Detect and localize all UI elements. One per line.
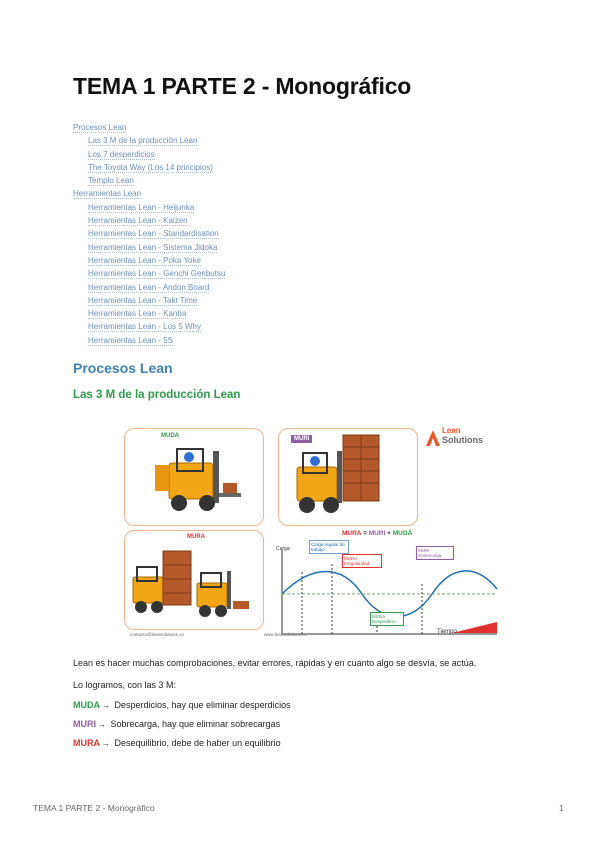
muda-panel: MUDA [124, 428, 264, 526]
toc-link-3m[interactable]: Las 3 M de la producción Lean [88, 136, 198, 147]
forklift-pallet-illustration [155, 448, 241, 511]
callout-muda: MUDA Desperdicio [370, 612, 404, 626]
lean-solutions-logo: Lean Solutions [424, 426, 502, 450]
table-of-contents: Procesos Lean Las 3 M de la producción L… [73, 121, 493, 347]
toc-link-genchi-genbutsu[interactable]: Herramientas Lean - Genchi Genbutsu [88, 269, 226, 280]
toc-link-templo-lean[interactable]: Templo Lean [88, 176, 134, 187]
toc-link-5s[interactable]: Herramientas Lean - 5S [88, 335, 173, 346]
toc-link-kanba[interactable]: Herramientas Lean - Kanba [88, 309, 187, 320]
footer-title: TEMA 1 PARTE 2 - Monográfico [33, 803, 155, 813]
toc-link-jidoka[interactable]: Herramientas Lean - Sistema Jidoka [88, 242, 218, 253]
toc-link-kaizen[interactable]: Herramientas Lean - Kaizen [88, 216, 188, 227]
muda-keyword: MUDA [73, 700, 100, 710]
toc-link-herramientas-lean[interactable]: Herramientas Lean [73, 189, 142, 200]
3m-figure: MUDA MURI [124, 422, 504, 644]
equation-plus: + [385, 530, 393, 537]
toc-link-poka-yoke[interactable]: Herramientas Lean - Poka Yoke [88, 255, 201, 266]
toc-link-procesos-lean[interactable]: Procesos Lean [73, 123, 127, 133]
callout-muri: MURI Sobrecarga [416, 546, 454, 560]
callout-regular-load: Carga regular de trabajo [309, 540, 349, 554]
muri-panel: MURI [278, 428, 418, 526]
page-title: TEMA 1 PARTE 2 - Monográfico [73, 73, 412, 99]
equation-equals: = [361, 530, 369, 537]
muri-item: MURI→ Sobrecarga, hay que eliminar sobre… [73, 719, 280, 729]
callout-mura: MURA Irregularidad [342, 554, 382, 568]
figure-website: www.leansolutions.co [264, 632, 308, 637]
muda-text: Desperdicios, hay que eliminar desperdic… [112, 700, 291, 710]
y-axis-label: Carga [276, 546, 290, 552]
toc-link-andon-board[interactable]: Herramientas Lean - Andon Board [88, 282, 210, 293]
toc-link-toyota-way[interactable]: The Toyota Way (Los 14 principios) [88, 162, 213, 173]
arrow-icon: → [102, 701, 110, 710]
mura-panel: MURA [124, 530, 264, 630]
intro-paragraph: Lean es hacer muchas comprobaciones, evi… [73, 658, 477, 668]
mura-text: Desequilibrio, debe de haber un equilibr… [112, 738, 281, 748]
arrow-icon: → [102, 739, 110, 748]
mura-forklifts-illustration [132, 550, 249, 617]
mura-keyword: MURA [73, 738, 100, 748]
load-wave-diagram [281, 550, 498, 635]
mura-equation: MURA = MURI + MUDÁ [342, 530, 412, 537]
page-number: 1 [559, 803, 564, 813]
arrow-icon: → [98, 720, 106, 729]
subsection-heading: Las 3 M de la producción Lean [73, 389, 241, 401]
toc-link-heijunka[interactable]: Herramientas Lean - Heijunka [88, 202, 195, 213]
x-axis-label: Tiempo [437, 629, 457, 635]
figure-email: contacto@leansolutions.co [130, 632, 184, 637]
toc-link-5-why[interactable]: Herramientas Lean - Los 5 Why [88, 322, 201, 333]
mura-item: MURA→ Desequilibrio, debe de haber un eq… [73, 738, 281, 748]
equation-muri: MURI [368, 530, 386, 537]
muri-text: Sobrecarga, hay que eliminar sobrecargas [108, 719, 281, 729]
mura-panel-label: MURA [187, 534, 205, 540]
muda-panel-label: MUDA [161, 433, 179, 439]
equation-muda: MUDÁ [392, 530, 413, 537]
logo-mark-icon [426, 430, 440, 446]
lead-paragraph: Lo logramos, con las 3 M: [73, 680, 177, 690]
section-heading: Procesos Lean [73, 360, 173, 376]
logo-line-1: Lean [442, 426, 461, 435]
muri-panel-label: MURI [291, 435, 313, 443]
overloaded-forklift-illustration [296, 434, 380, 513]
toc-link-takt-time[interactable]: Herramientas Lean - Takt Time [88, 295, 198, 306]
toc-link-standardisation[interactable]: Herramientas Lean - Standardisation [88, 229, 219, 240]
toc-link-7-desperdicios[interactable]: Los 7 desperdicios [88, 149, 155, 160]
muri-keyword: MURI [73, 719, 96, 729]
equation-mura: MURA [342, 530, 362, 537]
muda-item: MUDA→ Desperdicios, hay que eliminar des… [73, 700, 291, 710]
logo-line-2: Solutions [442, 435, 483, 445]
